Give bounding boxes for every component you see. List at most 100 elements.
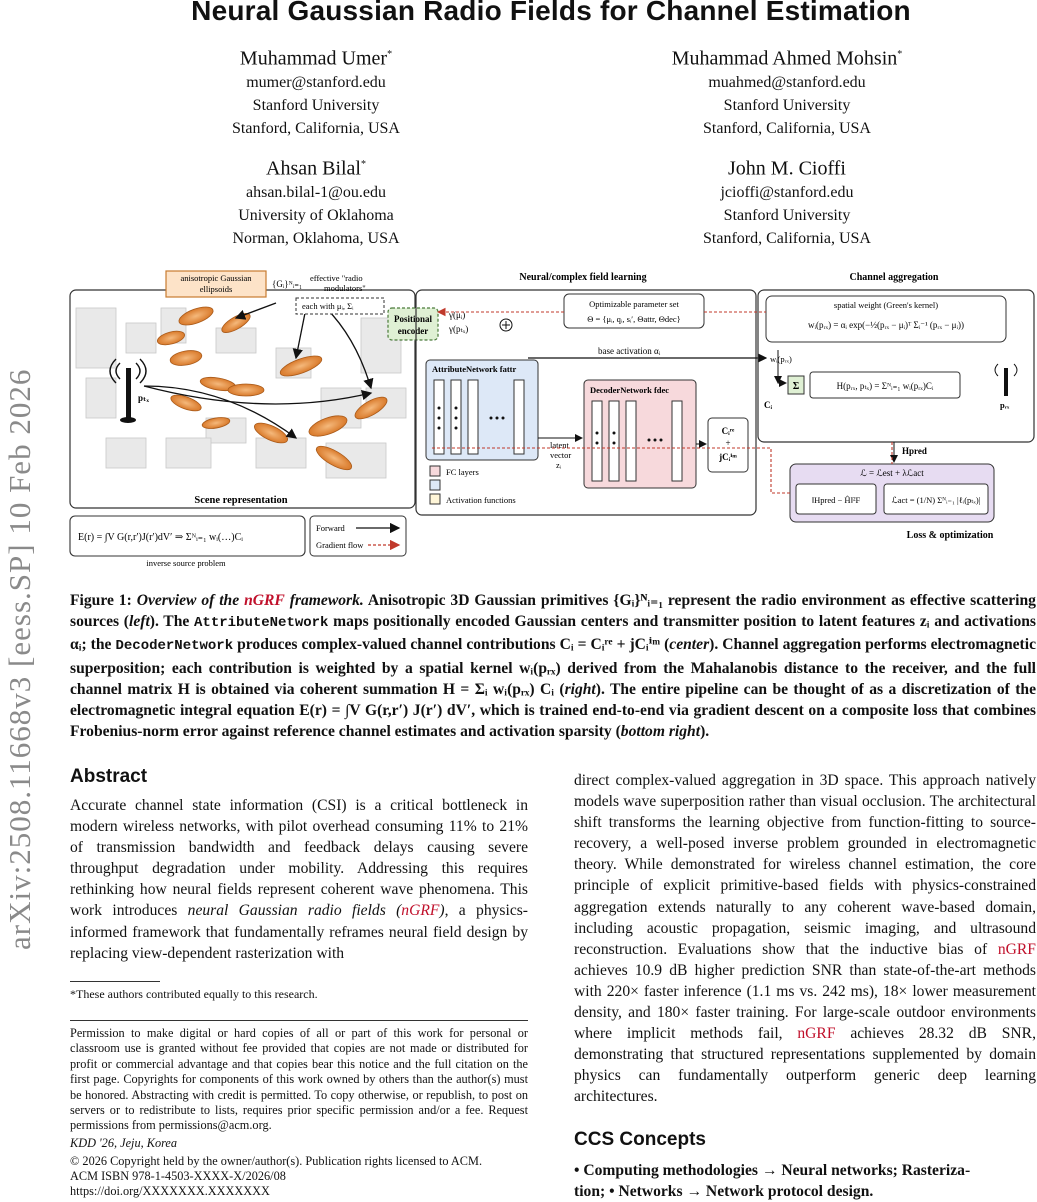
pos-encoder-label-2: encoder (398, 326, 429, 336)
author-email[interactable]: jcioffi@stanford.edu (720, 183, 854, 201)
rx-antenna-icon (994, 363, 1018, 396)
abstract-right-column: direct complex-valued aggregation in 3D … (574, 770, 1036, 1108)
agg-title: Channel aggregation (850, 272, 939, 283)
base-activation-label: base activation αᵢ (598, 346, 661, 356)
author-block-3: Ahsan Bilal* ahsan.bilal-1@ou.edu Univer… (166, 153, 466, 250)
author-name: Ahsan Bilal (266, 157, 361, 180)
author-name: Muhammad Ahmed Mohsin (671, 47, 898, 70)
loss-title: Loss & optimization (907, 530, 994, 541)
ccs-heading: CCS Concepts (574, 1129, 706, 1150)
footnote-rule (70, 981, 160, 982)
author-block-1: Muhammad Umer* mumer@stanford.edu Stanfo… (166, 43, 466, 140)
framework-figure: pₜₓ anisotropic Gaussian ellipsoids {Gᵢ}… (69, 270, 1035, 568)
abstract-text: , a physics-informed framework that fund… (70, 902, 529, 962)
author-email[interactable]: ahsan.bilal-1@ou.edu (245, 183, 387, 201)
ngrf-link[interactable]: nGRF (997, 940, 1036, 958)
caption-part: right (564, 680, 596, 698)
isbn: ACM ISBN 978-1-4503-XXXX-X/2026/08 (70, 1169, 286, 1183)
abstract-text: direct complex-valued aggregation in 3D … (574, 772, 1036, 958)
aggregation-panel (757, 289, 1035, 443)
c-im: jCᵢⁱᵐ (718, 452, 737, 462)
neural-title: Neural/complex field learning (519, 272, 646, 283)
sum-box (787, 375, 805, 395)
author-name: John M. Cioffi (728, 157, 846, 180)
caption-part: Anisotropic 3D Gaussian primitives {Gᵢ}ᴺ… (70, 592, 1036, 631)
gaussian-set-symbol: {Gᵢ}ᴺᵢ₌₁ (272, 279, 302, 289)
kernel-box (765, 295, 1007, 343)
code-decodernetwork: DecoderNetwork (115, 638, 234, 655)
ngrf-link[interactable]: nGRF (401, 902, 440, 920)
latent-label: latent (550, 440, 570, 450)
author-name: Muhammad Umer (239, 47, 388, 70)
gamma-mu: γ(μᵢ) (448, 310, 465, 320)
legend-forward: Forward (316, 523, 346, 533)
figure-caption: Figure 1: Overview of the nGRF framework… (70, 590, 1036, 742)
caption-label: Figure 1: (70, 592, 132, 609)
each-with-box (295, 297, 385, 315)
abstract-left-column: Accurate channel state information (CSI)… (70, 795, 528, 964)
paper-title: Neural Gaussian Radio Fields for Channel… (191, 0, 911, 26)
author-location: Stanford, California, USA (232, 119, 400, 137)
callout-modulators-2: modulators" (324, 283, 366, 293)
venue: KDD '26, Jeju, Korea (70, 1136, 178, 1150)
abstract-heading: Abstract (70, 766, 148, 787)
equal-contrib-mark: * (361, 159, 366, 170)
dec-net-label: DecoderNetwork fdec (590, 385, 669, 395)
h-pred-label: Hpred (902, 446, 927, 456)
latent-label-2: vector (550, 450, 571, 460)
abstract-text: achieves 28.32 dB SNR, demonstrating tha… (574, 1025, 1036, 1106)
doi-link[interactable]: https://doi.org/XXXXXXX.XXXXXXX (70, 1184, 270, 1198)
author-location: Norman, Oklahoma, USA (232, 229, 400, 247)
callout-modulators: effective "radio (310, 273, 363, 283)
h-box (809, 371, 961, 399)
author-email[interactable]: mumer@stanford.edu (246, 73, 386, 91)
param-set-expr: Θ = {μᵢ, qᵢ, sᵢ′, Θattr, Θdec} (587, 314, 681, 324)
caption-part: ). Channel aggregation performs electrom… (70, 636, 1036, 698)
neural-panel (415, 289, 757, 516)
author-email[interactable]: muahmed@stanford.edu (708, 73, 866, 91)
caption-part: maps positionally encoded Gaussian cente… (70, 613, 1036, 654)
latent-label-3: zᵢ (556, 460, 562, 470)
equal-contrib-mark: * (387, 49, 393, 60)
ccs-concepts: • Computing methodologies → Neural netwo… (574, 1160, 1036, 1202)
dec-layers (591, 400, 683, 482)
caption-part: framework. (289, 592, 364, 609)
gamma-ptx: γ(pₜₓ) (448, 324, 468, 334)
footnote: *These authors contributed equally to th… (70, 987, 318, 1001)
permission-rule (70, 1020, 528, 1021)
param-set-box (563, 293, 705, 329)
caption-part: ). (700, 723, 710, 741)
permission-notice: Permission to make digital or hard copie… (70, 1026, 528, 1133)
gradient-flow (431, 307, 893, 494)
loss-est: ‖Hpred − Ĥ‖²F (812, 495, 861, 505)
abstract-text: achieves 10.9 dB higher prediction SNR t… (574, 961, 1036, 1043)
ccs-line: • Computing methodologies → Neural netwo… (574, 1162, 971, 1179)
caption-part: bottom right (620, 723, 701, 741)
author-location: Stanford, California, USA (703, 229, 871, 247)
equal-contrib-mark: * (897, 49, 903, 60)
ngrf-link[interactable]: nGRF (244, 592, 285, 609)
integral-box (69, 515, 306, 557)
abstract-text: Accurate channel state information (CSI)… (70, 797, 528, 920)
ngrf-link[interactable]: nGRF (797, 1025, 836, 1043)
abstract-text: neural Gaussian radio fields ( (187, 902, 402, 920)
code-attributenetwork: AttributeNetwork (194, 615, 329, 632)
copyright: © 2026 Copyright held by the owner/autho… (70, 1154, 483, 1168)
author-location: Stanford, California, USA (703, 119, 871, 137)
caption-part: left (129, 613, 150, 631)
integral-expression: E(r) = ∫V G(r,r′)J(r′)dV′ ⇒ Σᴺᵢ₌₁ wᵢ(…)C… (78, 532, 243, 543)
kernel-expr: wᵢ(pᵣₓ) = αᵢ exp(−½(pᵣₓ − μᵢ)ᵀ Σᵢ⁻¹ (pᵣₓ… (808, 320, 964, 330)
each-with-label: each with μᵢ, Σᵢ (302, 301, 354, 311)
ci-label: Cᵢ (764, 400, 772, 410)
caption-part: ). The entire pipeline can be thought of… (70, 680, 1036, 741)
caption-part: center (669, 636, 710, 654)
inverse-label: inverse source problem (146, 558, 226, 568)
caption-part: ). The (149, 613, 190, 631)
callout-gaussians-2: ellipsoids (200, 284, 233, 294)
gaussian-callout (165, 270, 267, 298)
h-expression: H(pᵣₓ, pₜₓ) = Σᴺᵢ₌₁ wᵢ(pᵣₓ)Cᵢ (837, 381, 934, 391)
loss-act: ℒact = (1/N) Σᴺᵢ₌₁ |ℓᵢ(pₜₓ)| (892, 495, 981, 505)
legend-fc: FC layers (446, 467, 479, 477)
author-block-2: Muhammad Ahmed Mohsin* muahmed@stanford.… (637, 43, 937, 140)
callout-gaussians: anisotropic Gaussian (180, 273, 252, 283)
